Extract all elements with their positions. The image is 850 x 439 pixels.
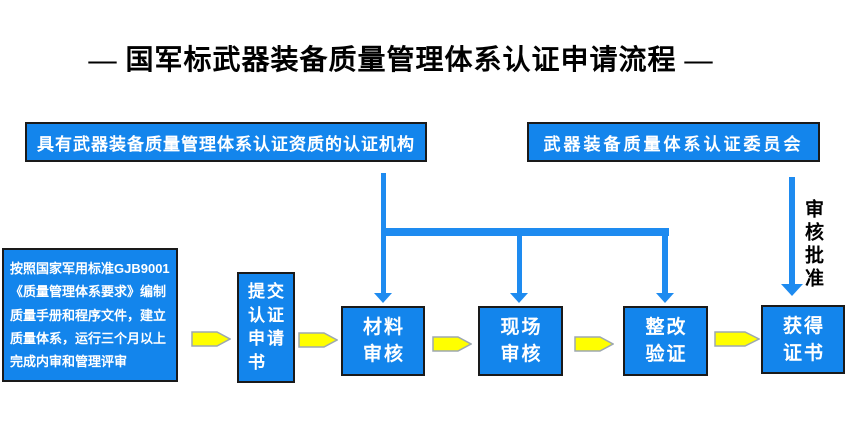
down-arrow-icon (510, 293, 528, 303)
flow-arrow-icon (191, 330, 231, 348)
flow-arrow-icon (432, 335, 472, 353)
connector-certifier-to-material-line (381, 173, 386, 293)
committee-org-box: 武器装备质量体系认证委员会 (527, 122, 820, 162)
certifier-org-box: 具有武器装备质量管理体系认证资质的认证机构 (25, 122, 427, 162)
connector-committee-to-certificate-line (789, 177, 795, 285)
step-label-line: 书 (248, 352, 265, 372)
step-label-line: 获得 (782, 315, 825, 337)
down-arrow-icon (656, 293, 674, 303)
step-label-line: 审核 (500, 344, 543, 365)
flow-arrow-icon (574, 335, 614, 353)
step-label-line: 审核 (362, 344, 405, 365)
step-label-line: 申请 (248, 329, 284, 349)
step-obtain-certificate: 获得 证书 (761, 305, 845, 374)
step-label-line: 认证 (248, 305, 284, 325)
step-label-line: 材料 (362, 317, 405, 338)
step-label-line: 整改 (645, 317, 688, 338)
step-material-review: 材料 审核 (341, 306, 425, 376)
step-label-line: 验证 (645, 344, 688, 365)
note-line: 质量手册和程序文件，建立 (10, 307, 167, 323)
connector-branch-to-rectify-line (662, 236, 668, 293)
step-submit-application: 提交 认证 申请 书 (237, 272, 295, 383)
step-label-line: 证书 (782, 342, 825, 364)
note-line: 质量体系，运行三个月以上 (10, 330, 167, 346)
note-line: 按照国家军用标准GJB9001 (10, 261, 170, 276)
step-site-audit: 现场 审核 (478, 306, 563, 376)
note-line: 完成内审和管理评审 (10, 354, 128, 369)
certifier-org-label: 具有武器装备质量管理体系认证资质的认证机构 (37, 134, 415, 154)
connector-branch-bar (384, 228, 669, 236)
step-rectification-verification: 整改 验证 (623, 306, 708, 376)
step-label-line: 现场 (500, 317, 543, 338)
down-arrow-icon (781, 284, 803, 296)
preparation-note-box: 按照国家军用标准GJB9001 《质量管理体系要求》编制 质量手册和程序文件，建… (2, 248, 178, 382)
page-title: — 国军标武器装备质量管理体系认证申请流程 — (88, 45, 714, 76)
note-line: 《质量管理体系要求》编制 (10, 284, 167, 300)
down-arrow-icon (374, 293, 392, 303)
approve-label: 审核批准 (802, 199, 823, 291)
flow-arrow-icon (714, 330, 760, 348)
committee-org-label: 武器装备质量体系认证委员会 (543, 134, 804, 154)
step-label-line: 提交 (248, 282, 284, 301)
flow-arrow-icon (298, 331, 338, 349)
connector-branch-to-site-line (517, 236, 522, 293)
